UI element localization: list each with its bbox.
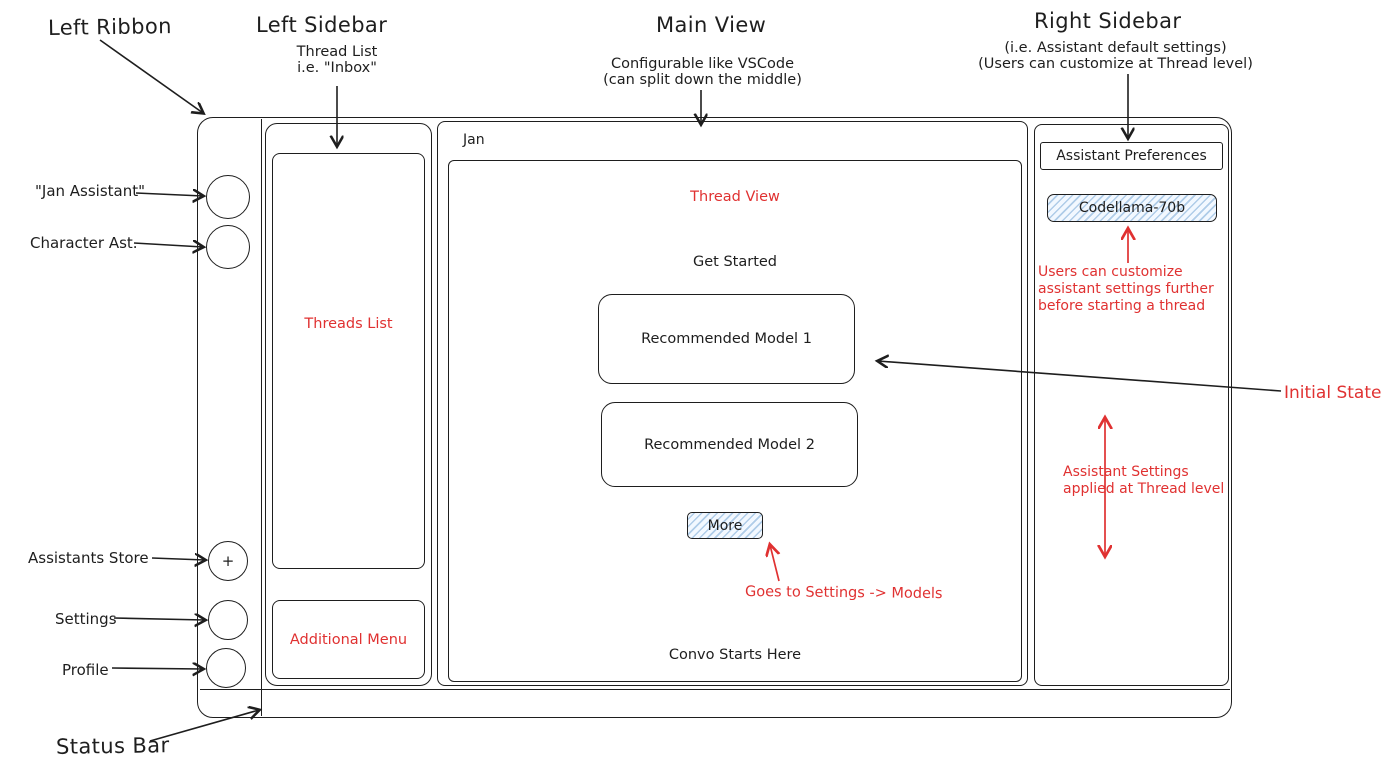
callout-main-view-sub: Configurable like VSCode (can split down… — [595, 56, 810, 88]
thread-view-label: Thread View — [690, 189, 780, 205]
recommended-model-2-label: Recommended Model 2 — [644, 436, 815, 453]
goes-to-settings-note: Goes to Settings -> Models — [744, 583, 943, 603]
callout-profile: Profile — [62, 661, 109, 679]
threads-list-label: Threads List — [304, 316, 393, 332]
convo-starts-label: Convo Starts Here — [668, 647, 802, 663]
assistant-preferences-label: Assistant Preferences — [1056, 148, 1207, 164]
callout-left-sidebar: Left Sidebar — [256, 13, 388, 37]
callout-assistants-store: Assistants Store — [28, 549, 149, 567]
arrow-left-ribbon — [99, 39, 203, 113]
callout-right-sidebar-sub2: (Users can customize at Thread level) — [978, 56, 1253, 72]
status-bar-line — [200, 689, 1230, 690]
assistants-store-button[interactable]: + — [208, 541, 248, 581]
callout-character-ast: Character Ast. — [30, 234, 138, 252]
note-customize-line2: assistant settings further — [1038, 281, 1214, 297]
window-title: Jan — [463, 132, 485, 148]
callout-left-ribbon: Left Ribbon — [47, 14, 173, 40]
callout-right-sidebar: Right Sidebar — [1034, 9, 1182, 33]
settings-button[interactable] — [208, 600, 248, 640]
thread-view-region — [448, 160, 1022, 682]
character-assistant-avatar-button[interactable] — [206, 225, 250, 269]
assistant-preferences-header: Assistant Preferences — [1040, 142, 1223, 170]
model-chip-codellama[interactable]: Codellama-70b — [1047, 194, 1217, 222]
jan-assistant-avatar-button[interactable] — [206, 175, 250, 219]
additional-menu-label: Additional Menu — [289, 631, 408, 648]
arrow-jan-assistant — [135, 193, 203, 196]
plus-icon: + — [221, 552, 235, 570]
profile-button[interactable] — [206, 648, 246, 688]
callout-left-sidebar-sub2: i.e. "Inbox" — [297, 60, 377, 76]
note-customize: Users can customize assistant settings f… — [1038, 264, 1214, 315]
threads-list-region[interactable]: Threads List — [272, 153, 425, 569]
arrow-settings — [113, 618, 205, 620]
callout-right-sidebar-sub: (i.e. Assistant default settings) (Users… — [968, 40, 1263, 72]
arrow-profile — [111, 668, 203, 669]
arrow-character-ast — [133, 243, 203, 247]
more-button-label: More — [707, 517, 743, 534]
note-applied-line1: Assistant Settings — [1063, 464, 1189, 480]
callout-initial-state: Initial State — [1284, 383, 1382, 403]
recommended-model-2-card[interactable]: Recommended Model 2 — [601, 402, 858, 487]
callout-left-sidebar-sub1: Thread List — [296, 44, 378, 60]
ribbon-divider-line — [261, 119, 262, 716]
recommended-model-1-label: Recommended Model 1 — [641, 331, 812, 347]
callout-left-sidebar-sub: Thread List i.e. "Inbox" — [282, 44, 392, 76]
left-sidebar-panel — [265, 123, 432, 686]
get-started-label: Get Started — [693, 254, 777, 270]
callout-status-bar: Status Bar — [55, 733, 170, 759]
callout-right-sidebar-sub1: (i.e. Assistant default settings) — [1004, 40, 1227, 56]
note-applied-line2: applied at Thread level — [1063, 481, 1225, 497]
callout-main-view-sub1: Configurable like VSCode — [610, 56, 795, 72]
callout-jan-assistant: "Jan Assistant" — [35, 182, 146, 200]
more-button[interactable]: More — [687, 512, 763, 539]
main-view-panel — [437, 121, 1028, 686]
additional-menu-region[interactable]: Additional Menu — [272, 600, 425, 679]
note-applied: Assistant Settings applied at Thread lev… — [1063, 464, 1224, 498]
right-sidebar-panel — [1034, 124, 1229, 686]
note-customize-line3: before starting a thread — [1038, 298, 1206, 314]
callout-main-view: Main View — [656, 13, 767, 37]
callout-settings: Settings — [55, 610, 117, 628]
recommended-model-1-card[interactable]: Recommended Model 1 — [598, 294, 855, 384]
note-customize-line1: Users can customize — [1038, 264, 1183, 280]
model-chip-label: Codellama-70b — [1078, 200, 1186, 216]
callout-main-view-sub2: (can split down the middle) — [603, 72, 802, 88]
app-window-outline — [197, 117, 1232, 718]
